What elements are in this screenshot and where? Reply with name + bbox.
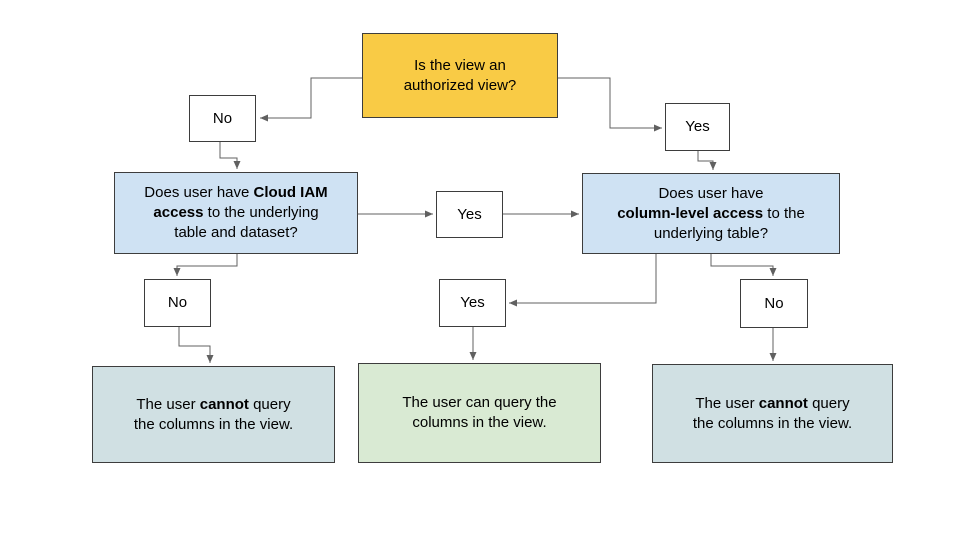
connector-yes-right-to-q-col (697, 151, 717, 170)
edge-label-yes-top-right: Yes (665, 103, 730, 151)
connector-root-to-yes-right (558, 77, 662, 132)
edge-label-no-bottom-left: No (144, 279, 211, 327)
connector-root-to-no-left (260, 77, 362, 122)
connector-q-iam-to-no-bottom-left (173, 254, 238, 276)
edge-label-yes-bottom-middle: Yes (439, 279, 506, 327)
connector-q-col-to-no-bottom-right (710, 254, 777, 276)
edge-label-no-bottom-right: No (740, 279, 808, 328)
connector-no-bottom-left-to-result-left (178, 327, 214, 363)
connector-no-left-to-q-iam (219, 142, 241, 169)
edge-label-yes-middle: Yes (436, 191, 503, 238)
edge-label-no-top-left: No (189, 95, 256, 142)
connector-q-col-to-yes-bottom-mid (509, 254, 657, 307)
